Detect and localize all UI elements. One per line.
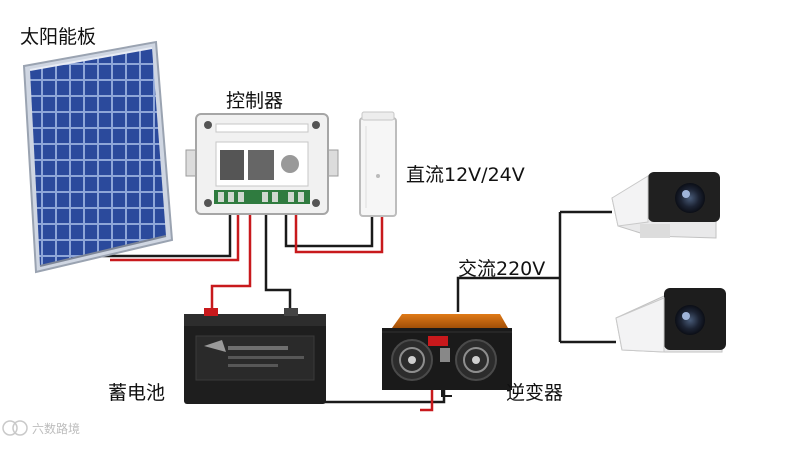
wire-controller-battery-black xyxy=(264,214,292,314)
inverter xyxy=(382,314,512,390)
label-dc-output: 直流12V/24V xyxy=(406,164,525,186)
watermark-icon xyxy=(2,420,28,436)
wire-controller-dc-red xyxy=(294,214,384,254)
camera-bottom xyxy=(615,288,726,353)
camera-top xyxy=(611,172,720,239)
wire-controller-dc-black xyxy=(284,214,374,248)
label-solar-panel: 太阳能板 xyxy=(20,26,97,48)
solar-panel xyxy=(22,40,174,274)
battery xyxy=(184,308,326,404)
dc-load-device xyxy=(359,111,397,217)
label-battery: 蓄电池 xyxy=(108,382,166,404)
charge-controller xyxy=(185,113,339,215)
label-ac-output: 交流220V xyxy=(458,258,546,280)
label-controller: 控制器 xyxy=(226,90,284,112)
wire-controller-battery-red xyxy=(210,214,252,314)
wire-panel-controller-red xyxy=(110,214,240,262)
wire-ac-main xyxy=(456,276,560,312)
label-inverter: 逆变器 xyxy=(506,382,564,404)
watermark-text: 六数路境 xyxy=(32,422,81,436)
